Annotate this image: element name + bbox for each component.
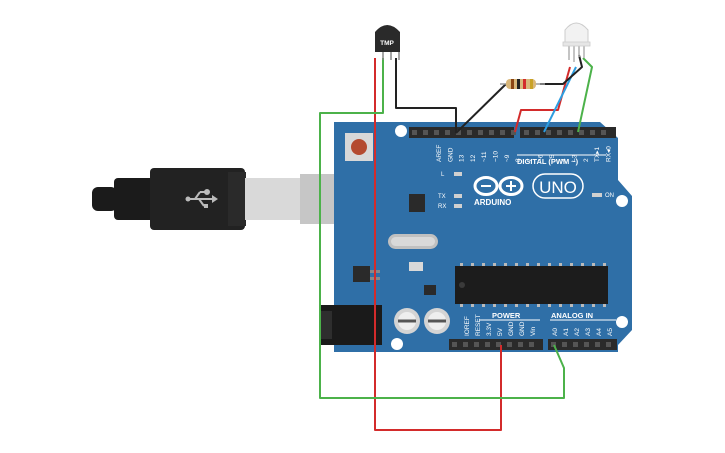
capacitor [394, 308, 420, 334]
power-header [449, 339, 543, 350]
pin-label: AREF [436, 145, 443, 162]
pin-label: A4 [596, 328, 603, 336]
pin-label: 8 [515, 158, 522, 162]
pin-label: ~11 [481, 151, 488, 162]
led-tx: TX [438, 194, 462, 200]
usb-chip [409, 194, 425, 212]
wire-black-gnd[interactable] [395, 58, 457, 133]
pin-label: A2 [574, 328, 581, 336]
sensor-label: TMP [380, 40, 394, 47]
svg-text:ON: ON [605, 193, 614, 199]
pin-label: ~6 [538, 154, 545, 162]
pin-label: IOREF [464, 316, 471, 336]
mounting-hole [616, 195, 628, 207]
led-rx: RX [438, 204, 462, 210]
pin-label: A3 [585, 328, 592, 336]
mounting-hole [391, 338, 403, 350]
reset-button[interactable] [345, 133, 373, 161]
pin-label: 3.3V [486, 322, 493, 336]
pin-label: 2 [583, 158, 590, 162]
wire-green-a0[interactable] [319, 58, 565, 399]
pin-label: ~3 [572, 154, 579, 162]
pin-label: RESET [475, 314, 482, 336]
wire-red-5v[interactable] [374, 58, 502, 431]
transistor [424, 285, 436, 295]
pin-label: 12 [470, 154, 477, 162]
crystal-oscillator [388, 234, 438, 249]
digital-header [409, 127, 616, 138]
wire-black-led-common[interactable] [540, 54, 583, 85]
pin-label: A5 [607, 328, 614, 336]
pin-label: TX▸1 [594, 146, 601, 162]
pin-label: GND [519, 321, 526, 336]
power-header-label: POWER [492, 311, 521, 320]
mounting-hole [616, 316, 628, 328]
pin-label: 5V [497, 327, 504, 336]
brand-label: ARDUINO [474, 198, 511, 207]
pin-label: RX◂0 [606, 146, 613, 162]
resistor[interactable] [500, 79, 545, 89]
mounting-hole [395, 125, 407, 137]
svg-text:RX: RX [438, 204, 446, 210]
pin-label: 4 [560, 158, 567, 162]
atmega-chip [455, 263, 608, 307]
pin-label: GND [447, 147, 454, 162]
usb-icon [185, 189, 218, 208]
analog-header [548, 339, 617, 350]
wire-black-resistor-gnd[interactable] [455, 83, 507, 134]
power-jack [320, 305, 382, 345]
svg-text:L: L [441, 172, 445, 178]
pin-label: A1 [563, 328, 570, 336]
svg-text:TX: TX [438, 194, 446, 200]
pin-label: GND [508, 321, 515, 336]
capacitor [424, 308, 450, 334]
pin-label: Vin [530, 326, 537, 336]
arduino-infinity-logo [473, 176, 524, 196]
rgb-led[interactable] [562, 22, 591, 62]
model-label: UNO [539, 178, 577, 197]
pin-label: ~9 [504, 154, 511, 162]
digital-header-label: DIGITAL (PWM ~) [517, 157, 579, 166]
wire-green-pin3[interactable] [577, 57, 593, 133]
power-pin-labels: IOREF RESET 3.3V 5V GND GND Vin [464, 314, 537, 336]
pin-label: 7 [526, 158, 533, 162]
analog-header-label: ANALOG IN [551, 311, 593, 320]
pin-label: 13 [459, 154, 466, 162]
wire-red-pin8[interactable] [514, 66, 571, 133]
led-l: L [441, 172, 462, 178]
pin-label: A0 [552, 328, 559, 336]
pin-label: ~5 [549, 154, 556, 162]
analog-pin-labels: A0 A1 A2 A3 A4 A5 [552, 328, 614, 336]
smd-component [409, 262, 423, 271]
tmp36-temperature-sensor[interactable]: TMP [375, 25, 400, 60]
led-on: ON [592, 193, 614, 199]
pin-label: ~10 [493, 151, 500, 162]
